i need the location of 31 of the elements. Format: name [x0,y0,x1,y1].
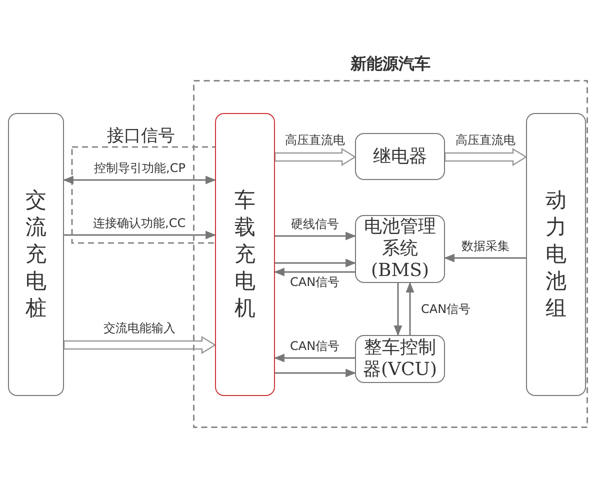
edge-label: 连接确认功能,CC [92,216,187,230]
arrow [394,283,402,336]
relay-box: 继电器 [355,133,445,180]
charging-pile-box: 交流充电桩 [8,113,64,396]
charger-box: 车载充电机 [215,113,275,396]
edge-label: 高压直流电 [284,133,346,147]
arrow [274,268,355,276]
arrow [62,176,216,184]
edge-label: CAN信号 [420,302,472,316]
arrow [275,368,356,378]
arrow [274,354,355,362]
arrow [275,258,356,268]
hollow-arrow [444,148,528,166]
edge-label: 控制导引功能,CP [93,161,186,175]
group-heading: 新能源汽车 [349,54,432,75]
arrow [275,232,356,240]
hollow-arrow [63,336,216,354]
edge-label: 数据采集 [460,239,510,253]
edge-label: 硬线信号 [290,217,340,231]
edge-label: 高压直流电 [454,133,516,147]
hollow-arrow [274,148,356,166]
arrow [64,230,216,240]
edge-label: CAN信号 [289,275,341,289]
arrow [444,254,526,262]
arrow [406,282,414,335]
vcu-box: 整车控制器(VCU) [355,335,445,383]
group-label: 接口信号 [107,125,175,147]
battery-pack-box: 动力电池组 [526,113,586,396]
edge-label: CAN信号 [289,339,341,353]
edge-label: 交流电能输入 [102,321,176,335]
bms-box: 电池管理系统(BMS) [355,215,445,283]
